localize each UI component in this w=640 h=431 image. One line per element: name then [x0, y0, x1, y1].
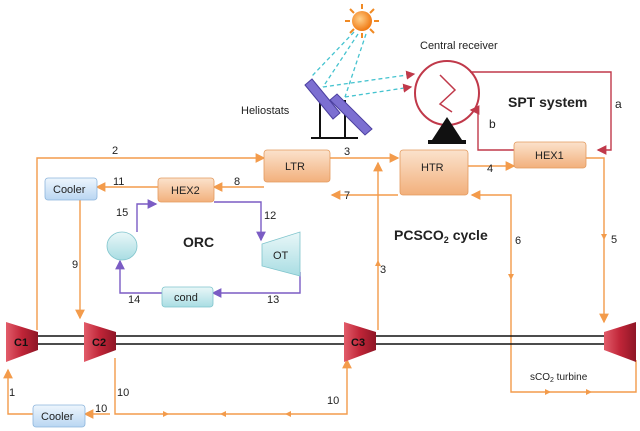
- central-receiver-icon: [414, 60, 480, 144]
- stream-7-label: 7: [344, 190, 350, 202]
- compressor-c1: C1: [6, 322, 38, 362]
- svg-text:C1: C1: [14, 337, 28, 349]
- stream-10-bus-label: 10: [95, 403, 107, 415]
- stream-8-label: 8: [234, 176, 240, 188]
- receiver-loop: [469, 71, 612, 155]
- svg-text:OT: OT: [273, 250, 289, 262]
- stream-2-label: 2: [112, 145, 118, 157]
- stream-1-label: 1: [9, 387, 15, 399]
- compressor-c2: C2: [84, 322, 116, 362]
- stream-10-c2-label: 10: [117, 387, 129, 399]
- orc-turbine-ot: OT: [261, 231, 301, 277]
- stream-14-label: 14: [128, 294, 140, 306]
- cooler-bottom-box: Cooler: [32, 404, 86, 428]
- stream-15-label: 15: [116, 207, 128, 219]
- stream-3-side-label: 3: [380, 264, 386, 276]
- solar-rays: [311, 31, 416, 98]
- stream-b-label: b: [489, 117, 496, 131]
- stream-6-label: 6: [515, 235, 521, 247]
- svg-text:C2: C2: [92, 337, 106, 349]
- heliostat-mirrors-icon: [304, 78, 373, 139]
- heliostats-label: Heliostats: [241, 105, 290, 117]
- pcsco2-cycle-label: PCSCO2 cycle: [394, 227, 488, 245]
- orc-flow-lines: [115, 199, 301, 298]
- stream-13-label: 13: [267, 294, 279, 306]
- svg-text:HTR: HTR: [421, 162, 444, 174]
- sco2-turbine: [604, 322, 636, 362]
- svg-text:LTR: LTR: [285, 161, 305, 173]
- compressor-c3: C3: [344, 322, 376, 362]
- drive-shaft: [37, 335, 606, 345]
- stream-4-label: 4: [487, 163, 493, 175]
- svg-text:HEX2: HEX2: [171, 185, 200, 197]
- svg-text:C3: C3: [351, 337, 365, 349]
- hex2-box: HEX2: [157, 177, 215, 203]
- sun-icon: [345, 4, 379, 38]
- hex1-box: HEX1: [513, 141, 587, 169]
- condenser-box: cond: [161, 286, 214, 308]
- orc-label: ORC: [183, 234, 214, 250]
- stream-12-label: 12: [264, 210, 276, 222]
- central-receiver-label: Central receiver: [420, 40, 498, 52]
- stream-numbers: 2 3 4 5 6 7 8 11 9 3 10 10 10 1 12 13 14…: [9, 145, 617, 415]
- stream-10-c3-label: 10: [327, 395, 339, 407]
- svg-text:cond: cond: [174, 292, 198, 304]
- svg-text:Cooler: Cooler: [53, 184, 86, 196]
- stream-a-label: a: [615, 97, 622, 111]
- stream-5-label: 5: [611, 234, 617, 246]
- svg-text:HEX1: HEX1: [535, 150, 564, 162]
- orc-pump-icon: [106, 231, 138, 261]
- ltr-box: LTR: [263, 149, 331, 183]
- stream-11-label: 11: [113, 176, 124, 188]
- cooler-top-box: Cooler: [44, 177, 98, 201]
- flow-direction-arrows: [163, 234, 607, 417]
- spt-system-label: SPT system: [508, 94, 587, 110]
- htr-box: HTR: [399, 149, 469, 196]
- stream-3-label: 3: [344, 146, 350, 158]
- stream-9-label: 9: [72, 259, 78, 271]
- svg-text:Cooler: Cooler: [41, 411, 74, 423]
- sco2-turbine-label: sCO2 turbine: [530, 372, 588, 384]
- sco2-flow-lines: [3, 153, 637, 419]
